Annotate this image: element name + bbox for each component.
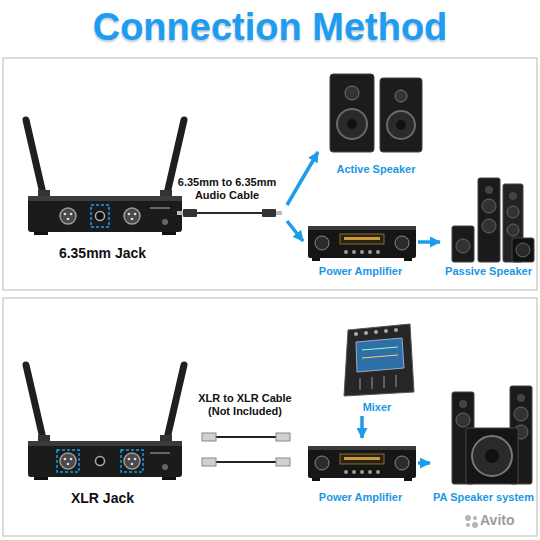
device-label: Power Amplifier bbox=[319, 491, 402, 504]
device-box: Power Amplifier bbox=[303, 220, 418, 280]
highlight bbox=[121, 450, 143, 472]
xlr-cable bbox=[202, 433, 290, 466]
device-box: Mixer bbox=[336, 318, 418, 416]
arrow-line bbox=[418, 461, 430, 465]
cable-label: XLR to XLR Cable (Not Included) bbox=[190, 392, 300, 418]
device-box: PA Speaker system bbox=[430, 375, 537, 506]
pa-speaker bbox=[452, 386, 532, 484]
device-label: XLR Jack bbox=[71, 490, 134, 506]
audio-cable bbox=[195, 212, 262, 214]
device-label: Power Amplifier bbox=[319, 265, 402, 278]
signal-arrow bbox=[418, 463, 430, 464]
signal-arrow bbox=[418, 242, 440, 243]
highlight bbox=[91, 205, 109, 227]
receiver bbox=[26, 365, 184, 480]
active-speaker bbox=[330, 74, 422, 152]
watermark-logo bbox=[465, 515, 478, 528]
device-label: 6.35mm Jack bbox=[59, 245, 146, 261]
panel bbox=[3, 58, 537, 290]
amplifier bbox=[308, 226, 416, 261]
mixer bbox=[344, 324, 414, 396]
arrow-line bbox=[418, 240, 440, 244]
device-label: Mixer bbox=[363, 401, 392, 414]
device-box: Passive Speaker bbox=[440, 172, 537, 280]
highlight bbox=[57, 450, 79, 472]
arrow-line bbox=[287, 152, 318, 205]
device-label: Passive Speaker bbox=[445, 265, 532, 278]
signal-arrow bbox=[362, 416, 363, 438]
panel bbox=[3, 298, 537, 536]
arrow-line bbox=[287, 221, 303, 241]
jack-plug bbox=[177, 209, 282, 217]
amplifier bbox=[308, 446, 416, 481]
arrow-line bbox=[360, 416, 364, 438]
receiver bbox=[26, 120, 184, 235]
device-label: PA Speaker system bbox=[433, 491, 534, 504]
signal-arrow bbox=[195, 213, 303, 241]
receiver-box: XLR Jack bbox=[10, 353, 195, 508]
cable-label: 6.35mm to 6.35mm Audio Cable bbox=[172, 176, 282, 202]
title: Connection Method bbox=[0, 4, 540, 50]
receiver-box: 6.35mm Jack bbox=[10, 108, 195, 263]
device-box: Active Speaker bbox=[318, 62, 434, 178]
device-box: Power Amplifier bbox=[303, 438, 418, 506]
audio-cable bbox=[195, 212, 262, 214]
device-label: Active Speaker bbox=[337, 163, 416, 176]
watermark: Avito bbox=[480, 512, 514, 528]
passive-speaker bbox=[452, 178, 534, 262]
